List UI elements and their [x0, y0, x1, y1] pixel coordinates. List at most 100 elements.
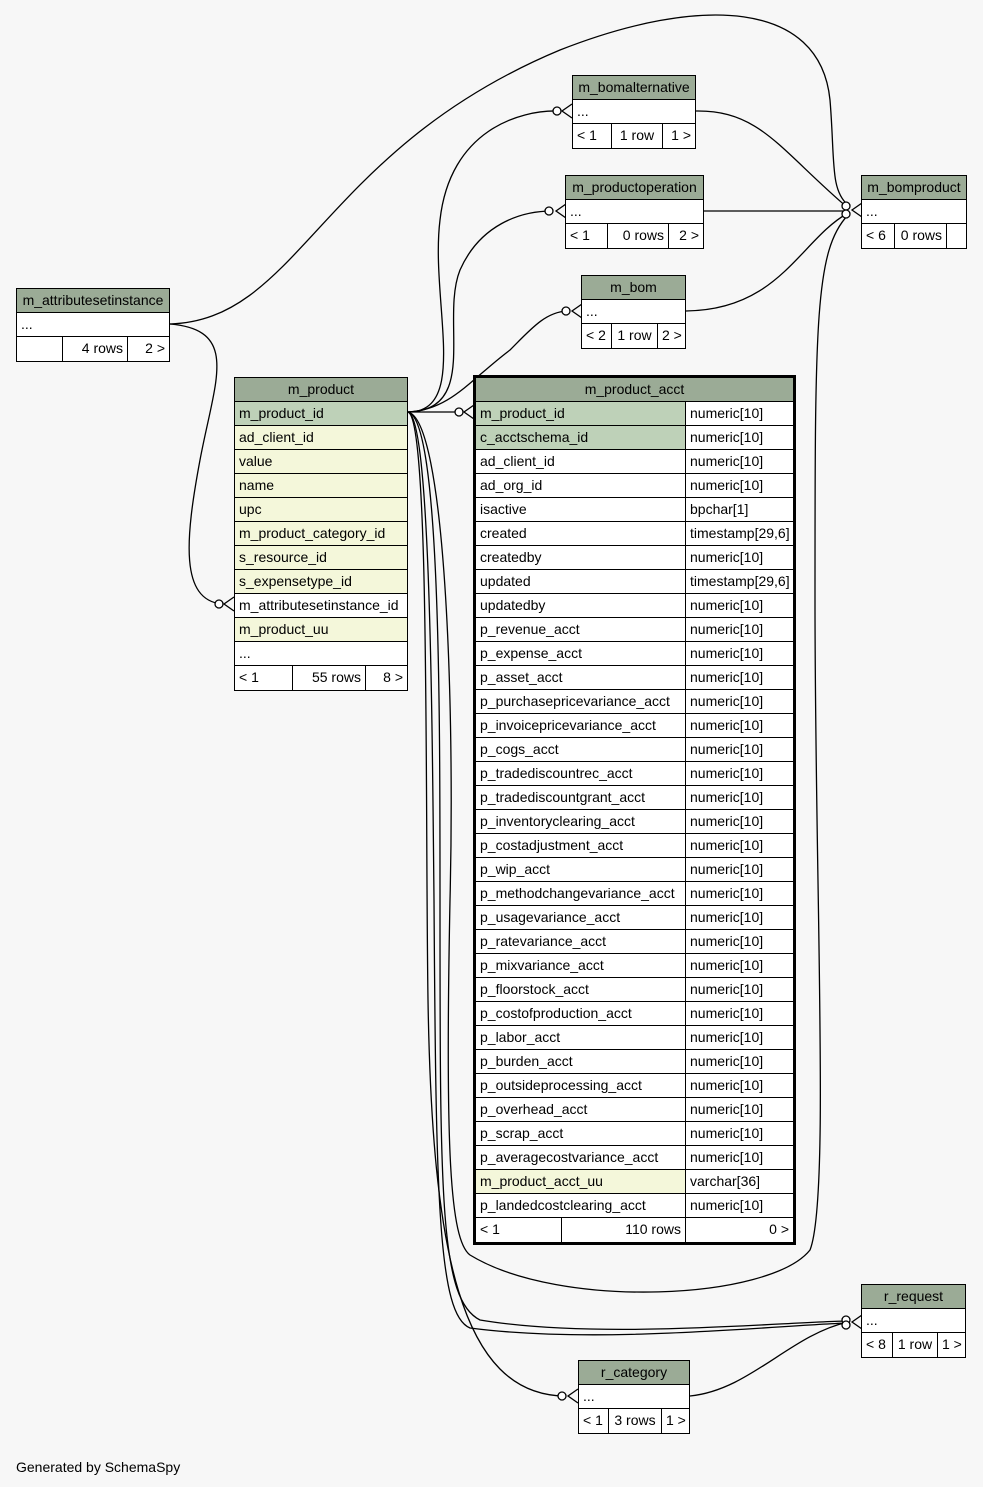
child-count[interactable]: 8 > [365, 666, 407, 690]
table-row: p_cogs_acct numeric[10] [476, 738, 793, 762]
table-footer: < 1 110 rows 0 > [476, 1218, 793, 1242]
parent-count[interactable]: < 1 [577, 127, 597, 143]
table-header[interactable]: m_bomproduct [862, 176, 966, 200]
parent-count[interactable] [17, 337, 62, 361]
table-footer: < 8 1 row 1 > [862, 1333, 965, 1357]
column-cell: ... [586, 303, 598, 319]
table-footer: < 2 1 row 2 > [582, 324, 685, 348]
table-header[interactable]: m_bom [582, 276, 685, 300]
table-row: ... [862, 200, 966, 224]
table-header[interactable]: m_product [235, 378, 407, 402]
edge-bom-bomproduct [685, 212, 849, 312]
row-count: 4 rows [62, 337, 127, 361]
table-header[interactable]: m_productoperation [566, 176, 703, 200]
table-m-bomproduct[interactable]: m_bomproduct ... < 6 0 rows [861, 175, 967, 249]
table-footer: 4 rows 2 > [17, 337, 169, 361]
column-cell: upc [239, 501, 262, 517]
column-type: timestamp[29,6] [685, 522, 793, 545]
column-name: p_labor_acct [480, 1029, 561, 1045]
table-row: m_product_uu [235, 618, 407, 642]
column-type: numeric[10] [685, 762, 793, 785]
child-count[interactable]: 2 > [657, 324, 685, 348]
table-row: m_product_category_id [235, 522, 407, 546]
parent-count[interactable]: < 1 [570, 227, 590, 243]
table-m-attributesetinstance[interactable]: m_attributesetinstance ... 4 rows 2 > [16, 288, 170, 362]
table-header[interactable]: m_bomalternative [573, 76, 695, 100]
parent-count[interactable]: < 6 [866, 227, 886, 243]
edge-attributesetinstance-product [169, 323, 223, 605]
parent-count[interactable]: < 1 [480, 1221, 500, 1237]
table-m-productoperation[interactable]: m_productoperation ... < 1 0 rows 2 > [565, 175, 704, 249]
table-header[interactable]: m_product_acct [476, 378, 793, 402]
parent-count[interactable]: < 1 [583, 1412, 603, 1428]
child-count[interactable]: 2 > [668, 224, 703, 248]
table-header[interactable]: r_request [862, 1285, 965, 1309]
column-type: numeric[10] [685, 858, 793, 881]
table-row: ... [566, 200, 703, 224]
column-name: p_averagecostvariance_acct [480, 1149, 659, 1165]
table-row: ad_org_id numeric[10] [476, 474, 793, 498]
parent-count[interactable]: < 8 [866, 1336, 886, 1352]
column-cell: value [239, 453, 273, 469]
table-m-bomalternative[interactable]: m_bomalternative ... < 1 1 row 1 > [572, 75, 696, 149]
child-count[interactable]: 1 > [662, 124, 695, 148]
table-r-category[interactable]: r_category ... < 1 3 rows 1 > [578, 1360, 690, 1434]
column-name: p_cogs_acct [480, 741, 559, 757]
column-name: p_asset_acct [480, 669, 563, 685]
table-header[interactable]: r_category [579, 1361, 689, 1385]
table-row: ... [582, 300, 685, 324]
column-type: varchar[36] [685, 1170, 793, 1193]
column-type: numeric[10] [685, 546, 793, 569]
column-cell: ... [866, 1312, 878, 1328]
column-cell: m_attributesetinstance_id [239, 597, 399, 613]
column-type: numeric[10] [685, 906, 793, 929]
column-type: numeric[10] [685, 1122, 793, 1145]
column-cell: s_expensetype_id [239, 573, 352, 589]
table-m-product[interactable]: m_product m_product_id ad_client_id valu… [234, 377, 408, 691]
column-cell: name [239, 477, 275, 493]
column-type: numeric[10] [685, 642, 793, 665]
child-count[interactable]: 1 > [661, 1409, 689, 1433]
table-row: s_resource_id [235, 546, 407, 570]
row-count: 3 rows [608, 1409, 661, 1433]
child-count[interactable]: 1 > [937, 1333, 965, 1357]
column-cell: s_resource_id [239, 549, 327, 565]
child-count[interactable]: 2 > [127, 337, 169, 361]
column-name: p_burden_acct [480, 1053, 573, 1069]
edge-bomalternative-bomproduct [695, 110, 849, 209]
row-count: 0 rows [894, 224, 946, 248]
column-type: numeric[10] [685, 402, 793, 425]
column-cell: ad_client_id [239, 429, 314, 445]
column-type: numeric[10] [685, 738, 793, 761]
child-count[interactable] [946, 224, 966, 248]
parent-count[interactable]: < 2 [586, 327, 606, 343]
table-m-bom[interactable]: m_bom ... < 2 1 row 2 > [581, 275, 686, 349]
column-type: numeric[10] [685, 1050, 793, 1073]
column-name: p_costadjustment_acct [480, 837, 624, 853]
column-type: numeric[10] [685, 474, 793, 497]
column-type: numeric[10] [685, 1002, 793, 1025]
table-r-request[interactable]: r_request ... < 8 1 row 1 > [861, 1284, 966, 1358]
table-footer: < 1 0 rows 2 > [566, 224, 703, 248]
column-name: p_wip_acct [480, 861, 551, 877]
column-name: m_product_acct_uu [480, 1173, 603, 1189]
child-count[interactable]: 0 > [685, 1218, 793, 1242]
column-type: numeric[10] [685, 930, 793, 953]
parent-count[interactable]: < 1 [239, 669, 259, 685]
column-type: numeric[10] [685, 1146, 793, 1169]
table-row: p_averagecostvariance_acct numeric[10] [476, 1146, 793, 1170]
table-header[interactable]: m_attributesetinstance [17, 289, 169, 313]
column-name: ad_org_id [480, 477, 543, 493]
